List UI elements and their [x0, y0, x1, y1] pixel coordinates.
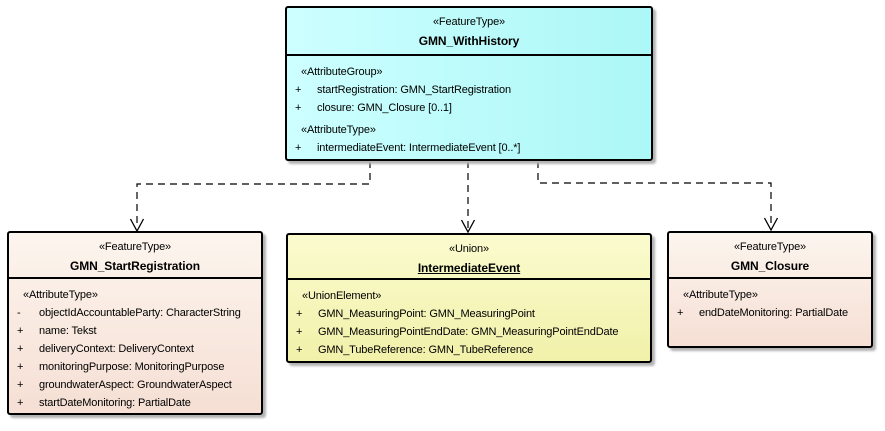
open-arrowhead-icon	[763, 217, 779, 232]
class-gmn-startregistration[interactable]: «FeatureType» GMN_StartRegistration «Att…	[7, 231, 263, 415]
attribute-text: startDateMonitoring: PartialDate	[39, 397, 191, 409]
attribute-row[interactable]: + intermediateEvent: IntermediateEvent [0…	[287, 139, 651, 157]
class-attributes: «AttributeType» - objectIdAccountablePart…	[9, 279, 261, 412]
class-name: GMN_StartRegistration	[70, 259, 200, 273]
class-attributes: «AttributeType» + endDateMonitoring: Part…	[669, 279, 871, 322]
visibility-sign: +	[17, 397, 24, 409]
visibility-sign: +	[17, 343, 24, 355]
attribute-group-label: «AttributeType»	[23, 289, 98, 301]
class-header: «FeatureType» GMN_StartRegistration	[9, 233, 261, 279]
attribute-text: name: Tekst	[39, 325, 97, 337]
visibility-sign: +	[295, 84, 302, 96]
attribute-row[interactable]: + GMN_MeasuringPoint: GMN_MeasuringPoint	[288, 305, 650, 323]
attribute-row[interactable]: + startDateMonitoring: PartialDate	[9, 394, 261, 412]
attribute-row[interactable]: + GMN_TubeReference: GMN_TubeReference	[288, 341, 650, 359]
open-arrowhead-icon	[460, 219, 476, 234]
class-name: GMN_Closure	[730, 259, 810, 273]
class-stereotype: «FeatureType»	[98, 241, 172, 253]
class-header: «Union» IntermediateEvent	[288, 235, 650, 280]
visibility-sign: +	[296, 308, 303, 320]
visibility-sign: +	[296, 344, 303, 356]
visibility-sign: +	[17, 379, 24, 391]
attribute-row[interactable]: - objectIdAccountableParty: CharacterStri…	[9, 304, 261, 322]
dependency-line	[537, 161, 772, 227]
attribute-text: intermediateEvent: IntermediateEvent [0.…	[317, 142, 521, 154]
class-attributes: «AttributeGroup» + startRegistration: GMN…	[287, 56, 651, 157]
attribute-text: groundwaterAspect: GroundwaterAspect	[39, 379, 232, 391]
attribute-group-label: «AttributeGroup»	[301, 66, 383, 78]
attribute-text: GMN_TubeReference: GMN_TubeReference	[318, 344, 534, 356]
attribute-row[interactable]: + deliveryContext: DeliveryContext	[9, 340, 261, 358]
attribute-text: deliveryContext: DeliveryContext	[39, 343, 194, 355]
visibility-sign: +	[17, 325, 24, 337]
visibility-sign: +	[677, 307, 684, 319]
dependency-arrow-to-closure[interactable]	[537, 161, 779, 232]
visibility-sign: +	[295, 102, 302, 114]
class-name: IntermediateEvent	[417, 261, 521, 275]
attribute-row[interactable]: + monitoringPurpose: MonitoringPurpose	[9, 358, 261, 376]
attribute-text: closure: GMN_Closure [0..1]	[317, 102, 452, 114]
attribute-row[interactable]: + name: Tekst	[9, 322, 261, 340]
class-gmn-closure[interactable]: «FeatureType» GMN_Closure «AttributeType…	[667, 231, 873, 348]
visibility-sign: +	[295, 142, 302, 154]
attribute-row[interactable]: + startRegistration: GMN_StartRegistratio…	[287, 81, 651, 99]
visibility-sign: +	[296, 326, 303, 338]
class-gmn-withhistory[interactable]: «FeatureType» GMN_WithHistory «Attribute…	[285, 6, 653, 161]
attribute-row[interactable]: + groundwaterAspect: GroundwaterAspect	[9, 376, 261, 394]
visibility-sign: -	[17, 307, 21, 319]
class-header: «FeatureType» GMN_Closure	[669, 233, 871, 279]
attribute-text: startRegistration: GMN_StartRegistration	[317, 84, 511, 96]
class-stereotype: «FeatureType»	[432, 16, 506, 28]
class-attributes: «UnionElement» + GMN_MeasuringPoint: GMN_…	[288, 280, 650, 359]
visibility-sign: +	[17, 361, 24, 373]
attribute-row[interactable]: + GMN_MeasuringPointEndDate: GMN_Measurin…	[288, 323, 650, 341]
class-stereotype: «Union»	[449, 243, 489, 255]
attribute-text: GMN_MeasuringPoint: GMN_MeasuringPoint	[318, 308, 535, 320]
attribute-text: monitoringPurpose: MonitoringPurpose	[39, 361, 225, 373]
attribute-group-label: «AttributeType»	[301, 124, 376, 136]
attribute-text: endDateMonitoring: PartialDate	[699, 307, 848, 319]
dependency-line	[136, 161, 371, 228]
class-intermediateevent[interactable]: «Union» IntermediateEvent «UnionElement»…	[286, 233, 652, 363]
attribute-row[interactable]: + endDateMonitoring: PartialDate	[669, 304, 871, 322]
class-stereotype: «FeatureType»	[733, 241, 807, 253]
class-name: GMN_WithHistory	[418, 34, 520, 48]
attribute-text: GMN_MeasuringPointEndDate: GMN_Measuring…	[318, 326, 619, 338]
dependency-arrow-to-intermediateevent[interactable]	[460, 161, 476, 234]
dependency-arrow-to-startregistration[interactable]	[129, 161, 371, 233]
attribute-row[interactable]: + closure: GMN_Closure [0..1]	[287, 99, 651, 117]
attribute-group-label: «AttributeType»	[683, 289, 758, 301]
class-header: «FeatureType» GMN_WithHistory	[287, 8, 651, 56]
attribute-group-label: «UnionElement»	[302, 290, 382, 302]
attribute-text: objectIdAccountableParty: CharacterStrin…	[39, 307, 241, 319]
